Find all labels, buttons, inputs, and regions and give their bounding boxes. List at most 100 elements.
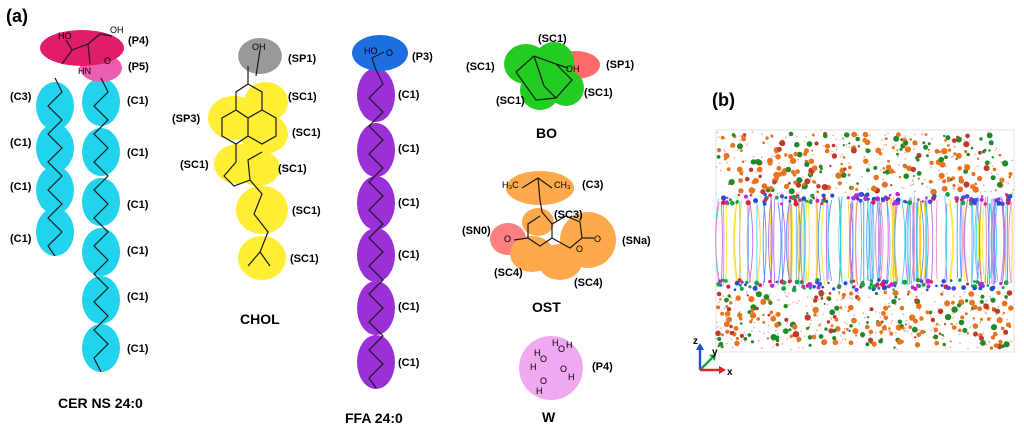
water-particle: [725, 316, 728, 319]
solvent-particle: [957, 166, 962, 171]
solvent-particle: [941, 148, 948, 155]
lipid-tail: [988, 203, 991, 285]
ffa-chain: [368, 69, 384, 389]
solvent-particle: [814, 295, 819, 300]
solvent-particle: [770, 334, 777, 341]
solvent-particle: [838, 291, 841, 294]
solvent-particle: [901, 326, 905, 330]
lipid-tail: [978, 202, 982, 283]
head-group-particle: [865, 192, 870, 197]
solvent-particle: [956, 135, 959, 139]
water-particle: [830, 153, 832, 155]
water-particle: [848, 162, 850, 164]
water-particle: [1006, 319, 1008, 321]
head-group-particle: [867, 197, 870, 201]
snapshot-bottom-solvent: [715, 290, 1014, 350]
solvent-particle: [881, 181, 888, 188]
solvent-particle: [977, 306, 983, 312]
head-group-particle: [821, 285, 825, 289]
x-axis-head: [719, 366, 726, 374]
solvent-particle: [934, 340, 940, 346]
water-particle: [811, 297, 814, 300]
water-particle: [755, 171, 758, 173]
water-particle: [832, 134, 834, 137]
solvent-particle: [719, 298, 722, 301]
water-particle: [970, 309, 972, 312]
solvent-particle: [856, 296, 861, 301]
cer-label: (C1): [10, 137, 32, 149]
water-particle: [896, 348, 898, 351]
solvent-particle: [1003, 341, 1010, 348]
solvent-particle: [913, 318, 918, 324]
solvent-particle: [716, 305, 721, 310]
head-group-particle: [744, 283, 747, 287]
chol-ring-d: [223, 144, 263, 187]
solvent-particle: [807, 335, 813, 340]
water-particle: [816, 329, 818, 332]
water-particle: [815, 183, 817, 185]
ffa-label: (C1): [398, 357, 420, 369]
chol-label: (SP1): [288, 53, 316, 65]
solvent-particle: [894, 295, 898, 299]
water-particle: [801, 347, 804, 349]
water-particle: [932, 181, 934, 183]
solvent-particle: [848, 304, 854, 311]
solvent-particle: [915, 303, 922, 310]
chol-ring-c: [247, 109, 277, 145]
water-particle: [819, 322, 822, 325]
head-group-particle: [784, 196, 788, 200]
solvent-particle: [963, 181, 970, 188]
head-group-particle: [718, 279, 722, 284]
water-particle: [995, 313, 998, 316]
solvent-particle: [797, 152, 802, 156]
water-particle: [921, 133, 923, 136]
head-group-particle: [966, 282, 969, 286]
solvent-particle: [990, 175, 996, 181]
head-group-particle: [885, 198, 889, 202]
lipid-tail: [923, 199, 927, 280]
water-particle: [895, 331, 897, 334]
water-particle: [1006, 298, 1008, 300]
solvent-particle: [920, 329, 925, 335]
solvent-particle: [946, 176, 951, 181]
ost-bond: [537, 177, 541, 201]
bo-label: (SC1): [538, 33, 567, 45]
water-particle: [786, 322, 789, 324]
water-particle: [902, 187, 905, 189]
solvent-particle: [868, 329, 874, 335]
water-particle: [830, 318, 833, 321]
solvent-particle: [808, 158, 815, 165]
head-group-particle: [768, 279, 772, 284]
head-group-particle: [917, 198, 920, 201]
water-particle: [720, 327, 722, 329]
solvent-particle: [820, 297, 824, 300]
solvent-particle: [785, 166, 792, 173]
water-particle: [751, 330, 753, 332]
solvent-particle: [871, 341, 877, 347]
lipid-tail: [959, 196, 962, 279]
water-particle: [848, 146, 850, 148]
head-group-particle: [748, 285, 752, 289]
cer-label: (C1): [127, 199, 149, 211]
chol-label: (SC1): [180, 159, 209, 171]
solvent-particle: [790, 157, 797, 164]
solvent-particle: [735, 295, 741, 301]
solvent-particle: [889, 331, 894, 336]
head-group-particle: [832, 287, 836, 291]
chol-bead: [238, 236, 286, 280]
water-particle: [790, 348, 792, 351]
water-particle: [787, 292, 790, 295]
water-particle: [891, 313, 894, 316]
lipid-tail: [886, 201, 891, 285]
solvent-particle: [795, 169, 800, 175]
water-particle: [938, 179, 940, 181]
snapshot-head-groups: [716, 191, 1013, 293]
head-group-particle: [854, 287, 859, 292]
z-axis-head: [696, 343, 704, 350]
lipid-tail: [838, 198, 842, 279]
lipid-tail: [989, 203, 993, 279]
solvent-particle: [802, 182, 806, 187]
solvent-particle: [903, 173, 909, 179]
solvent-particle: [748, 187, 756, 194]
